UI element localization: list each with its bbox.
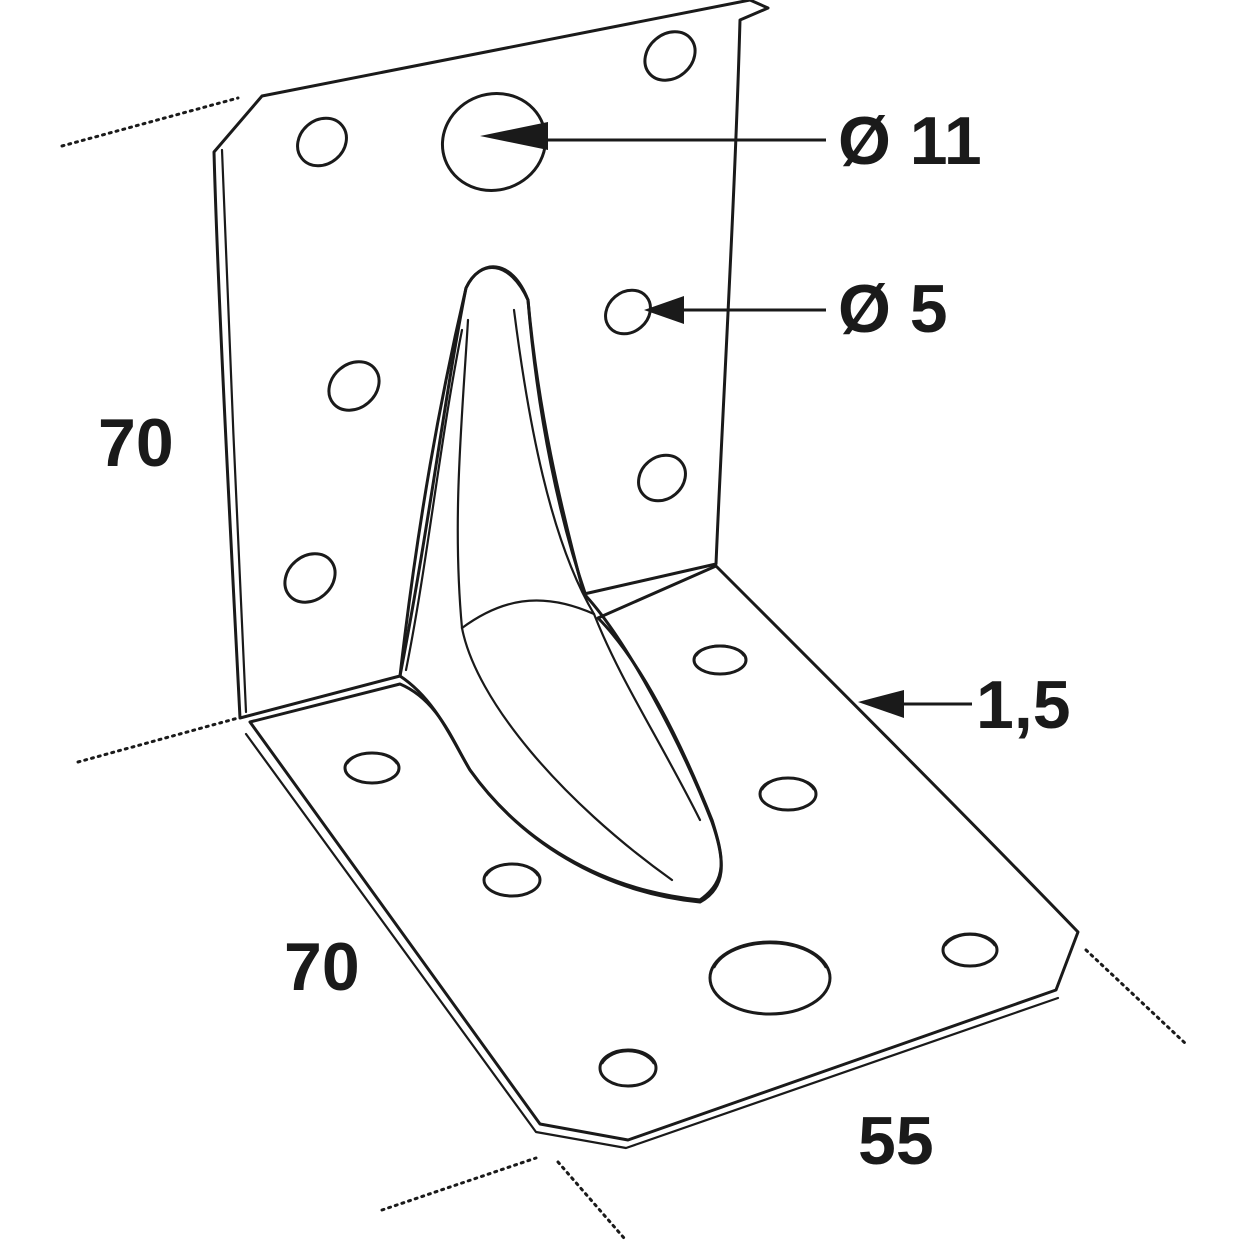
horizontal-leg-holes (343, 644, 999, 1088)
hole-small-h2-inner (346, 751, 398, 765)
hole-large-horizontal (708, 940, 832, 1016)
arrow-hole-large (480, 122, 548, 150)
label-thickness: 1,5 (976, 667, 1071, 743)
label-horizontal-depth: 70 (284, 929, 360, 1005)
rib-crease-inner-b (512, 308, 596, 616)
hole-small-v1 (296, 116, 348, 168)
reinforcing-rib (398, 265, 723, 904)
extension-line-bottom-left (380, 1156, 538, 1212)
extension-lines (60, 96, 1188, 1240)
vertical-leg-edge (220, 148, 248, 714)
rib-valley-left (460, 626, 674, 882)
rib-outer-left (398, 265, 530, 678)
extension-line-top-left (60, 96, 240, 148)
vertical-leg (212, 0, 770, 720)
rib-valley-right (592, 612, 702, 822)
label-vertical-height: 70 (98, 405, 174, 481)
hole-small-h4-inner (485, 863, 539, 877)
label-hole-large: Ø 11 (838, 103, 982, 179)
horizontal-leg-edge (244, 732, 1060, 1150)
hole-small-v6 (283, 552, 337, 604)
hole-small-v3 (604, 288, 652, 336)
label-hole-small: Ø 5 (838, 271, 948, 347)
rib-outer-right (398, 298, 723, 904)
hole-small-v2 (643, 30, 697, 82)
leaders (480, 122, 972, 718)
hole-small-h6-inner (601, 1050, 655, 1065)
hole-small-h5-inner (944, 933, 996, 947)
arrow-hole-small (644, 296, 684, 324)
hole-small-v5 (637, 453, 687, 503)
hole-small-h1-inner (695, 644, 745, 657)
rib-base-fold (460, 599, 596, 630)
hole-large-horizontal-inner (713, 942, 827, 969)
rib-crease-inner-a (456, 318, 470, 630)
extension-line-mid-left (76, 716, 240, 764)
hole-small-h6 (598, 1048, 658, 1088)
label-width: 55 (858, 1103, 934, 1179)
extension-line-right (1084, 948, 1188, 1046)
hole-small-h3-inner (761, 777, 815, 791)
rib-crease-left (404, 328, 464, 672)
hole-small-v4 (327, 360, 381, 412)
extension-line-bottom-right (556, 1160, 626, 1240)
vertical-leg-holes (283, 30, 697, 604)
arrow-thickness (858, 690, 904, 718)
